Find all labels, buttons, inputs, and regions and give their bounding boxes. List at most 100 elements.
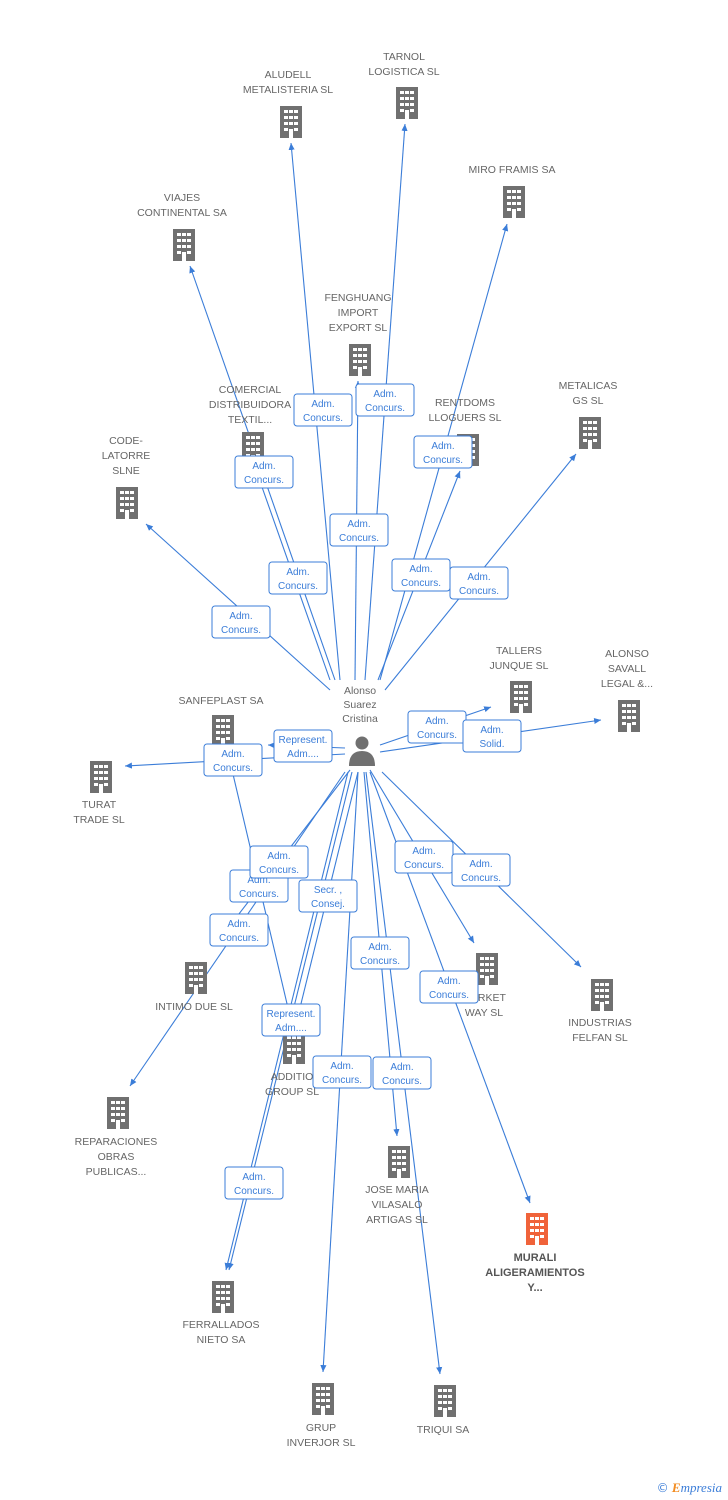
edge-label-turat[interactable]: Adm.Concurs. <box>203 743 263 777</box>
edge-label-text: Concurs. <box>404 860 444 871</box>
building-icon <box>579 417 601 449</box>
edge-label-text: Adm. <box>409 564 432 575</box>
person-name: Suarez <box>343 699 376 711</box>
edge-label-box <box>350 936 410 970</box>
building-icon <box>510 681 532 713</box>
edge-label-text: Adm. <box>467 572 490 583</box>
edge-label-text: Concurs. <box>219 933 259 944</box>
edge-label-jose[interactable]: Adm.Concurs. <box>350 936 410 970</box>
building-icon <box>116 487 138 519</box>
building-icon <box>526 1213 548 1245</box>
edge-label-text: Adm. <box>330 1061 353 1072</box>
company-node-sanfeplast[interactable]: SANFEPLAST SA <box>178 695 264 747</box>
edge-label-murali[interactable]: Adm.Concurs. <box>419 970 479 1004</box>
edge-label-box <box>355 383 415 417</box>
edge-label-fenghuang[interactable]: Adm.Concurs. <box>329 513 389 547</box>
edge-label-text: Adm. <box>247 875 270 886</box>
edge-label-box <box>451 853 511 887</box>
company-name: Y... <box>527 1282 542 1294</box>
company-node-miro[interactable]: MIRO FRAMIS SA <box>469 164 556 218</box>
company-name: IMPORT <box>338 307 379 319</box>
edge-label-text: Adm. <box>368 942 391 953</box>
edge-label-ferrallados[interactable]: Represent.Adm.... <box>261 1003 321 1037</box>
building-icon <box>107 1097 129 1129</box>
edge-label-text: Concurs. <box>259 865 299 876</box>
edge-label-sanfeplast[interactable]: Represent.Adm.... <box>273 729 333 763</box>
building-icon <box>618 700 640 732</box>
company-name: LATORRE <box>102 450 151 462</box>
edge-label-tarnol[interactable]: Adm.Concurs. <box>355 383 415 417</box>
edge-label-text: Concurs. <box>382 1076 422 1087</box>
edge-label-miro[interactable]: Adm.Concurs. <box>413 435 473 469</box>
edge-label-box <box>261 1003 321 1037</box>
edge-label-text: Adm. <box>431 441 454 452</box>
edge-label-market[interactable]: Adm.Concurs. <box>394 840 454 874</box>
edge-label-grup[interactable]: Adm. Concurs. <box>312 1055 372 1089</box>
edge-label-text: Adm. <box>437 976 460 987</box>
building-icon <box>280 106 302 138</box>
company-name: LOGISTICA SL <box>368 66 439 78</box>
edge-label-text: Represent. <box>279 735 328 746</box>
edge-label-ferrallados[interactable]: Adm.Concurs. <box>249 845 309 879</box>
edge-label-box <box>249 845 309 879</box>
edge-label-rentdoms[interactable]: Adm.Concurs. <box>391 558 451 592</box>
edge-label-text: Concurs. <box>322 1075 362 1086</box>
company-node-murali[interactable]: MURALIALIGERAMIENTOSY... <box>485 1213 585 1294</box>
edge-label-text: Concurs. <box>417 730 457 741</box>
company-node-intimo[interactable]: INTIMO DUE SL <box>155 962 233 1013</box>
company-name: RENTDOMS <box>435 397 495 409</box>
person-name: Cristina <box>342 713 378 725</box>
edge-label-text: Adm. <box>227 919 250 930</box>
company-name: JOSE MARIA <box>365 1184 429 1196</box>
company-node-reparaciones[interactable]: REPARACIONESOBRASPUBLICAS... <box>75 1097 158 1178</box>
company-name: TRIQUI SA <box>417 1424 470 1436</box>
edge-label-metalicas[interactable]: Adm.Concurs. <box>449 566 509 600</box>
company-name: GS SL <box>573 395 604 407</box>
brand-watermark: © Empresia <box>657 1480 722 1496</box>
edge-label-reparaciones[interactable]: Adm. Concurs. <box>209 913 269 947</box>
edge-label-comercial[interactable]: Adm.Concurs. <box>268 561 328 595</box>
edge-label-alonso_savall[interactable]: Adm.Solid. <box>462 719 522 753</box>
company-name: MURALI <box>514 1252 557 1264</box>
edge-label-box <box>298 879 358 913</box>
company-name: WAY SL <box>465 1007 503 1019</box>
edge-label-text: Adm. <box>252 461 275 472</box>
edge-label-code[interactable]: Adm.Concurs. <box>211 605 271 639</box>
edge-label-industrias[interactable]: Adm.Concurs. <box>451 853 511 887</box>
company-node-comercial[interactable]: COMERCIALDISTRIBUIDORATEXTIL... <box>209 384 291 464</box>
edge-label-triqui[interactable]: Adm.Concurs. <box>372 1056 432 1090</box>
building-icon <box>503 186 525 218</box>
company-name: CODE- <box>109 435 143 447</box>
edge-label-ferrallados[interactable]: Adm.Concurs. <box>224 1166 284 1200</box>
building-icon <box>283 1032 305 1064</box>
company-name: VILASALO <box>372 1199 423 1211</box>
edge-label-additio[interactable]: Secr. , Consej. <box>298 879 358 913</box>
company-name: DISTRIBUIDORA <box>209 399 291 411</box>
edge-label-text: Adm. <box>311 399 334 410</box>
building-icon <box>90 761 112 793</box>
edge-label-aludell[interactable]: Adm.Concurs. <box>293 393 353 427</box>
building-icon <box>591 979 613 1011</box>
edge-label-tallers[interactable]: Adm.Concurs. <box>407 710 467 744</box>
company-node-triqui[interactable]: TRIQUI SA <box>417 1385 470 1436</box>
edge-label-text: Consej. <box>311 899 345 910</box>
edge-label-box <box>312 1055 372 1089</box>
edge-label-text: Secr. , <box>314 885 342 896</box>
edge-label-viajes[interactable]: Adm.Concurs. <box>234 455 294 489</box>
